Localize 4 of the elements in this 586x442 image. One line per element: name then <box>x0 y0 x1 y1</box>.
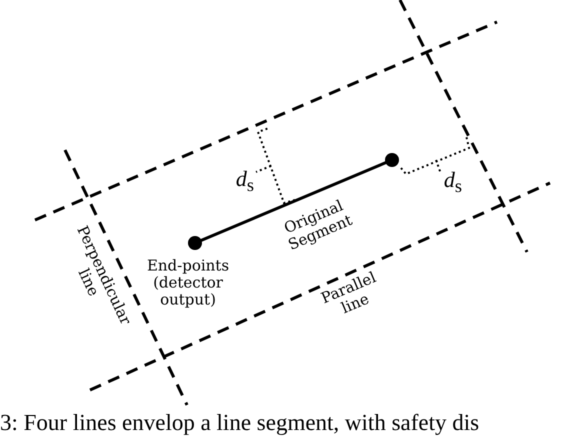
distance-label: d$_{s}$ <box>444 170 462 196</box>
endpoint-label: End-points (detector output) <box>146 258 230 308</box>
figure-caption: 3: Four lines envelop a line segment, with safety dis <box>0 410 480 436</box>
distance-label: d$_{s}$ <box>236 170 254 194</box>
